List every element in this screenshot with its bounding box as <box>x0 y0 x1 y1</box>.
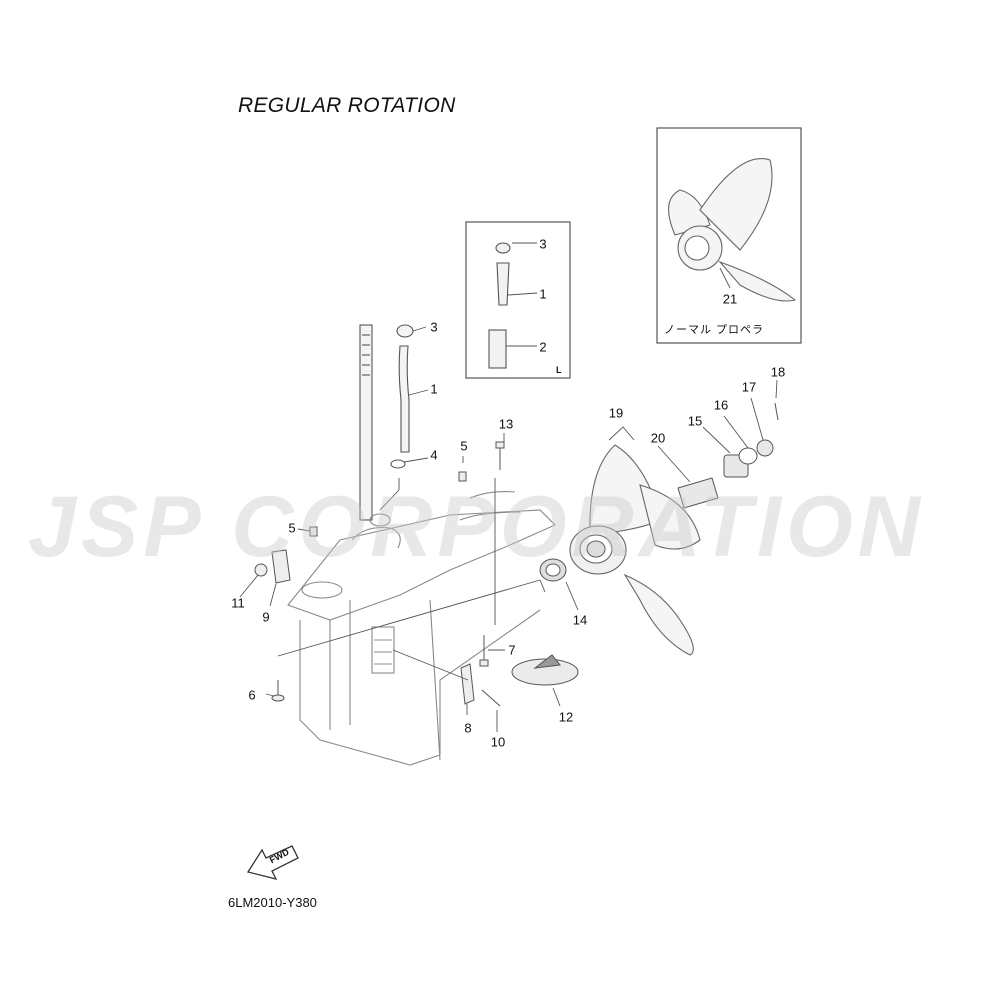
callout-18: 18 <box>770 364 786 380</box>
callout-5-upper: 5 <box>460 438 468 454</box>
callout-19: 19 <box>608 405 624 421</box>
water-tube <box>390 324 414 469</box>
callout-15: 15 <box>687 413 703 429</box>
callout-20: 20 <box>650 430 666 446</box>
callout-7: 7 <box>508 642 516 658</box>
propeller <box>569 444 701 656</box>
callout-16: 16 <box>713 397 729 413</box>
callout-6: 6 <box>248 687 256 703</box>
diagram-code: 6LM2010-Y380 <box>228 895 317 910</box>
callout-11: 11 <box>231 595 245 611</box>
leader-lines <box>239 242 778 732</box>
callout-17: 17 <box>741 379 757 395</box>
callout-1: 1 <box>430 381 438 397</box>
inset-box-water-tube <box>465 221 571 379</box>
thrust-hardware <box>677 402 779 509</box>
callout-21: 21 <box>722 291 738 307</box>
inset-callout-1: 1 <box>539 286 547 302</box>
inset-normal-propeller <box>668 158 797 302</box>
inset-tag: L <box>556 365 562 375</box>
callout-3: 3 <box>430 319 438 335</box>
lower-casing <box>287 491 556 766</box>
callout-9: 9 <box>262 609 270 625</box>
inset-propeller-note: ノーマル プロペラ <box>664 324 765 336</box>
callout-4: 4 <box>430 447 438 463</box>
callout-13: 13 <box>498 416 514 432</box>
diagram-title: REGULAR ROTATION <box>238 94 456 117</box>
watermark: JSP CORPORATION <box>28 479 925 575</box>
inset-callout-3: 3 <box>539 236 547 252</box>
callout-10: 10 <box>490 734 506 750</box>
callout-5-lower: 5 <box>288 520 296 536</box>
callout-8: 8 <box>464 720 472 736</box>
fwd-arrow <box>246 845 299 880</box>
callout-12: 12 <box>558 709 574 725</box>
inset-callout-2: 2 <box>539 339 547 355</box>
inset-box-normal-propeller <box>656 127 802 344</box>
inset-water-tube-parts <box>488 242 511 369</box>
callout-14: 14 <box>572 612 588 628</box>
driveshaft <box>359 324 373 521</box>
small-parts <box>254 441 579 707</box>
